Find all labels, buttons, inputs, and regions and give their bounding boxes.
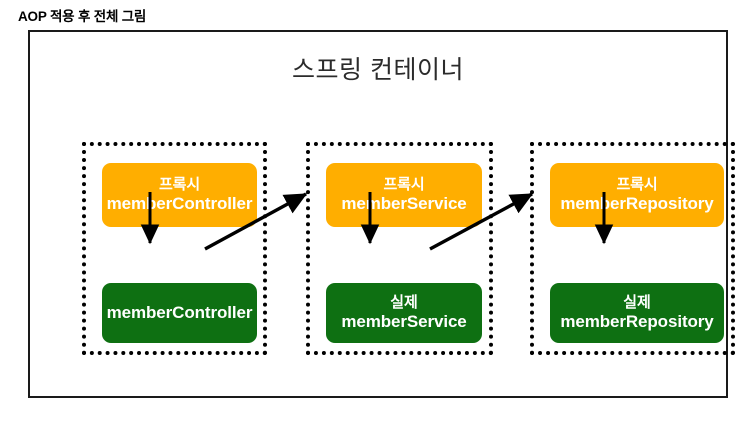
- real-bean-label-en: memberController: [106, 302, 253, 322]
- real-bean-label-en: memberService: [341, 311, 467, 331]
- spring-container: 스프링 컨테이너 프록시 memberController memberCont…: [28, 30, 735, 398]
- bean-group-member-controller: 프록시 memberController memberController: [82, 142, 267, 355]
- proxy-label-en: memberController: [106, 193, 253, 213]
- real-bean-label-ko: 실제: [390, 294, 418, 312]
- bean-group-member-repository: 프록시 memberRepository 실제 memberRepository: [530, 142, 735, 355]
- bean-group-member-service: 프록시 memberService 실제 memberService: [306, 142, 493, 355]
- proxy-box-member-service[interactable]: 프록시 memberService: [326, 163, 482, 227]
- proxy-label-ko: 프록시: [616, 176, 658, 194]
- real-bean-box-member-controller[interactable]: memberController: [102, 283, 257, 343]
- real-bean-label-en: memberRepository: [560, 311, 714, 331]
- proxy-label-en: memberService: [341, 193, 467, 213]
- real-bean-label-ko: 실제: [623, 294, 651, 312]
- proxy-box-member-controller[interactable]: 프록시 memberController: [102, 163, 257, 227]
- spring-container-label: 스프링 컨테이너: [292, 56, 464, 84]
- page-title: AOP 적용 후 전체 그림: [18, 9, 147, 24]
- proxy-label-ko: 프록시: [158, 176, 201, 194]
- real-bean-box-member-service[interactable]: 실제 memberService: [326, 283, 482, 343]
- proxy-box-member-repository[interactable]: 프록시 memberRepository: [550, 163, 724, 227]
- proxy-label-ko: 프록시: [383, 176, 425, 194]
- real-bean-box-member-repository[interactable]: 실제 memberRepository: [550, 283, 724, 343]
- proxy-label-en: memberRepository: [560, 193, 714, 213]
